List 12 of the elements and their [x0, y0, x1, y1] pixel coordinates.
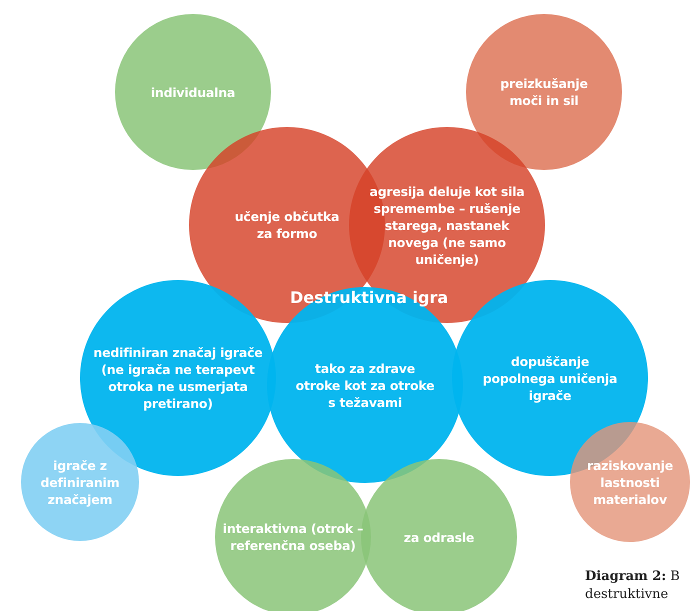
circle-label: učenje občutka za formo	[234, 208, 340, 242]
circle-label: individualna	[150, 84, 236, 100]
circle-label: raziskovanje lastnosti materialov	[586, 456, 674, 508]
circle-label: za odrasle	[404, 528, 474, 546]
circle-label: agresija deluje kot sila spremembe – rušenje starega, nastanek novega (ne samo uničenje)	[368, 182, 526, 268]
circle-label: preizkušanje moči in sil	[499, 75, 589, 109]
caption: Diagram 2: B destruktivne	[585, 568, 681, 604]
circle-label: nedifiniran značaj igrače (ne igrača ne terapevt otroka ne usmerjata pretirano)	[92, 344, 264, 412]
circle-label: tako za zdrave otroke kot za otroke s težavami	[294, 360, 436, 410]
circle-label: dopuščanje popolnega uničenja igrače	[482, 352, 618, 404]
circle-label: igrače z definiranim značajem	[40, 456, 120, 508]
circle-label: interaktivna (otrok – referenčna oseba)	[222, 520, 364, 554]
